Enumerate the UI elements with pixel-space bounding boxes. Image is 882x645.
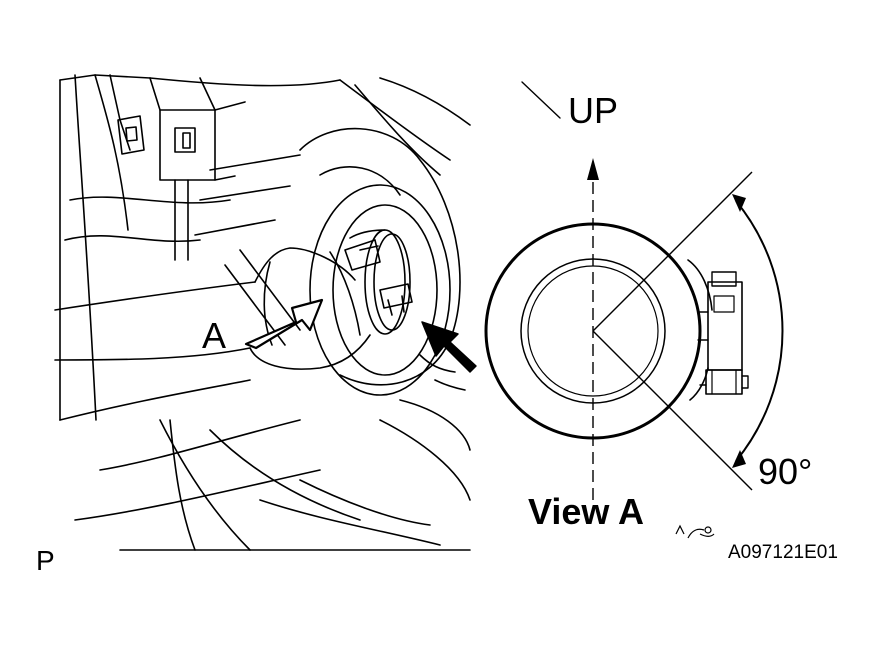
up-label: UP xyxy=(568,90,618,131)
logo-glyph-icon xyxy=(675,524,715,539)
clamp-pointer-arrow xyxy=(421,321,477,373)
angle-arc xyxy=(732,194,784,468)
view-direction-arrow xyxy=(244,298,324,350)
view-title: View A xyxy=(528,491,644,532)
angle-label: 90° xyxy=(758,451,812,492)
up-reference-line xyxy=(587,158,599,500)
view-arrow-label: A xyxy=(202,315,226,356)
view-a-detail xyxy=(484,81,749,440)
corner-mark: P xyxy=(36,545,55,576)
engine-bay-drawing xyxy=(54,74,471,551)
angle-reference-lines xyxy=(592,171,753,491)
figure-code: A097121E01 xyxy=(728,542,838,563)
